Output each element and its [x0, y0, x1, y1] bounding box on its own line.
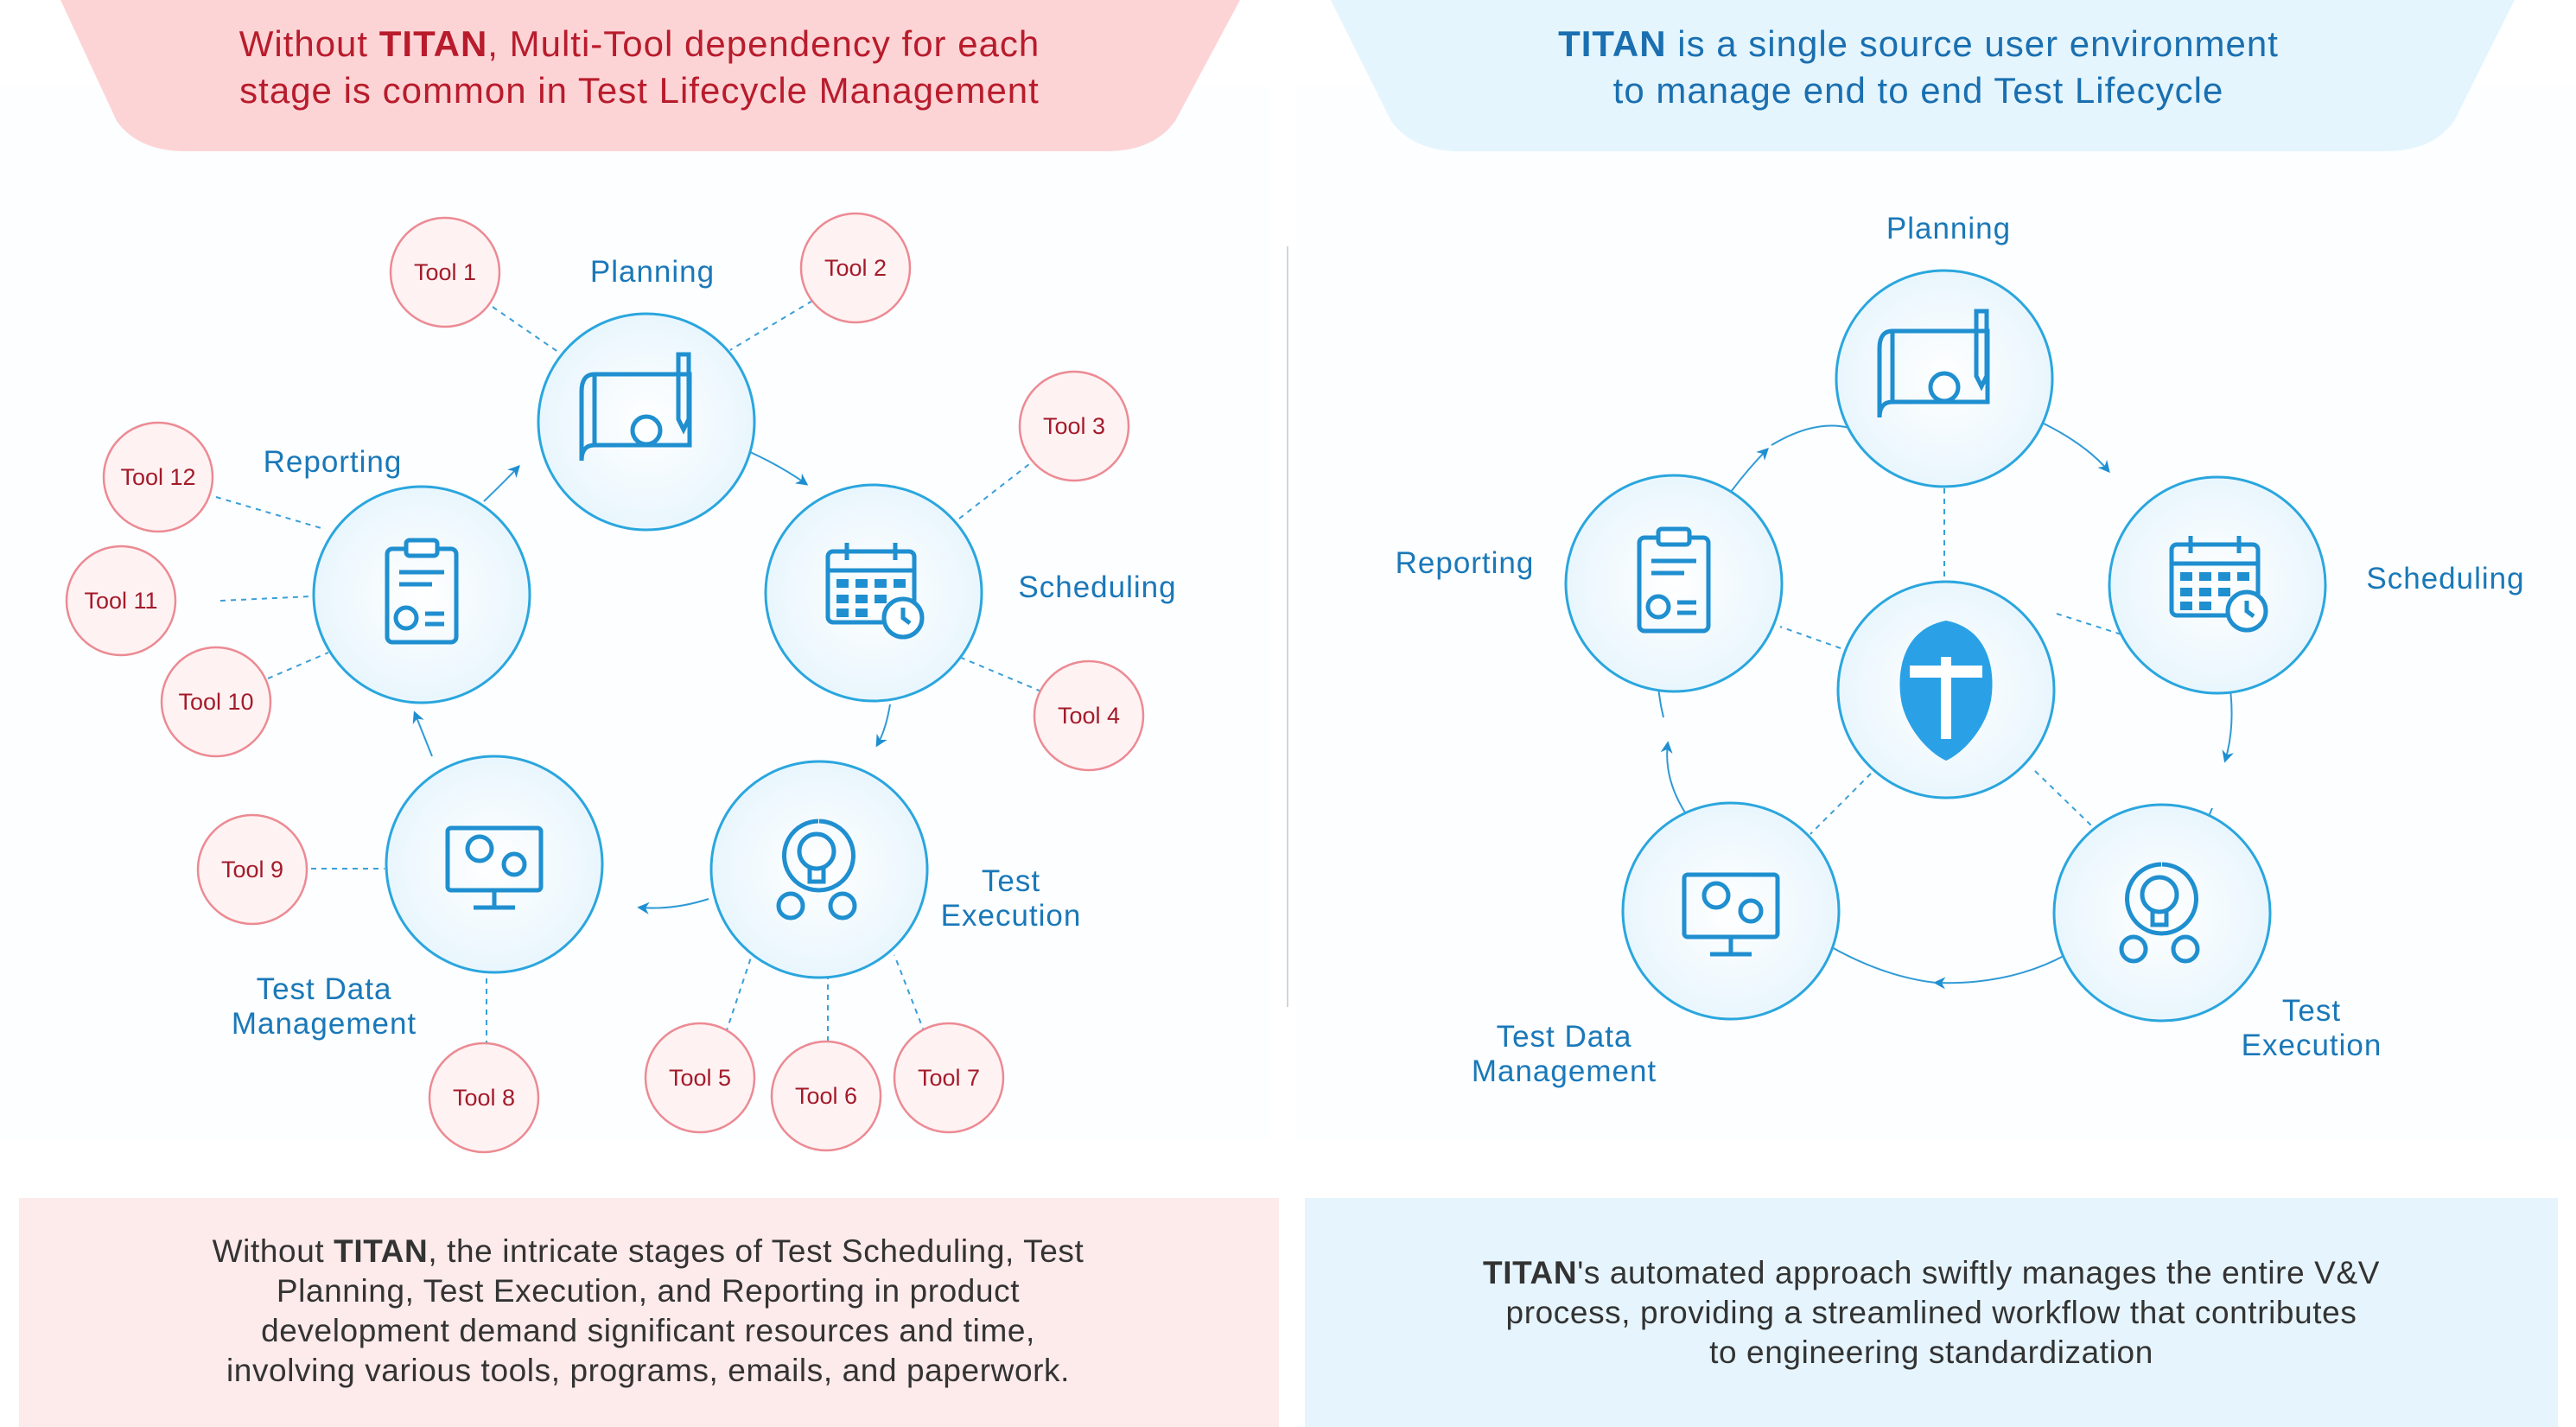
calendar-icon: [825, 543, 925, 640]
right-label-test-execution: Test Execution: [2221, 994, 2402, 1063]
titan-helmet-icon: [1899, 621, 1993, 761]
left-label-test-data: Test Data Management: [207, 972, 441, 1042]
right-banner-title: TITAN is a single source user environmen…: [1417, 21, 2420, 114]
left-panel-line2: Planning, Test Execution, and Reporting …: [276, 1273, 1021, 1309]
right-label-test-execution-1: Test: [2281, 994, 2342, 1028]
left-reporting-circle: [312, 485, 531, 704]
right-planning-circle: [1835, 269, 2054, 488]
bulb-gears-icon-right: [2119, 862, 2200, 964]
arrow-r-planning-to-scheduling: [2043, 423, 2110, 474]
arrow-execution-to-testdata: [637, 898, 709, 914]
arrow-testdata-to-reporting: [412, 710, 433, 757]
left-banner-shape: [60, 0, 1240, 151]
right-scheduling-circle: [2108, 475, 2327, 695]
blueprint-icon: [579, 352, 692, 462]
left-planning-circle: [537, 312, 756, 532]
left-label-test-execution: Test Execution: [916, 864, 1106, 933]
tool-label: Tool 5: [668, 1065, 732, 1091]
left-panel-line4: involving various tools, programs, email…: [226, 1353, 1071, 1388]
right-panel-line3: to engineering standardization: [1709, 1335, 2153, 1370]
left-label-test-data-1: Test Data: [256, 972, 392, 1006]
clipboard-report-icon-right: [1637, 526, 1711, 634]
left-label-planning: Planning: [589, 255, 716, 289]
left-label-reporting: Reporting: [263, 445, 403, 479]
blueprint-icon-right: [1877, 309, 1990, 418]
left-panel-background: [19, 1198, 1279, 1427]
right-reporting-circle: [1564, 474, 1784, 693]
right-label-scheduling: Scheduling: [2366, 562, 2525, 596]
monitor-gears-icon-right: [1682, 872, 1780, 957]
right-label-test-data-2: Management: [1471, 1054, 1657, 1088]
tool-label: Tool 6: [794, 1083, 858, 1109]
connector-tool-11: [219, 596, 312, 602]
right-panel-text: TITAN's automated approach swiftly manag…: [1331, 1253, 2532, 1373]
connector-tool-12: [215, 496, 325, 530]
left-banner-rest: , Multi-Tool dependency for each: [487, 23, 1040, 64]
connector-tool-1: [492, 306, 563, 355]
connector-tool-10: [267, 652, 329, 679]
right-panel-background: [1305, 1198, 2558, 1427]
tool-label: Tool 3: [1042, 413, 1106, 439]
tool-label: Tool 7: [917, 1065, 981, 1091]
left-label-test-execution-1: Test: [981, 864, 1041, 898]
right-panel-line1: 's automated approach swiftly manages th…: [1577, 1255, 2380, 1290]
left-panel-line1: , the intricate stages of Test Schedulin…: [428, 1233, 1084, 1269]
left-label-test-data-2: Management: [231, 1007, 417, 1041]
right-label-reporting: Reporting: [1395, 546, 1535, 580]
left-banner-brand: TITAN: [378, 23, 488, 64]
right-banner-shape: [1331, 0, 2515, 151]
clipboard-report-icon: [385, 538, 459, 645]
right-panel-line2: process, providing a streamlined workflo…: [1505, 1295, 2357, 1330]
tool-label: Tool 1: [413, 259, 477, 285]
left-banner-prefix: Without: [239, 23, 379, 64]
arrow-planning-to-scheduling: [749, 451, 809, 486]
connector-tool-5: [725, 954, 753, 1034]
tool-label: Tool 10: [178, 689, 254, 715]
left-label-scheduling: Scheduling: [1018, 570, 1177, 604]
tool-label: Tool 9: [220, 857, 284, 882]
right-banner-brand: TITAN: [1558, 23, 1667, 64]
right-banner-line2: to manage end to end Test Lifecycle: [1612, 70, 2224, 111]
left-panel-text: Without TITAN, the intricate stages of T…: [52, 1232, 1244, 1391]
arrow-scheduling-to-execution: [875, 704, 891, 748]
arrow-reporting-to-planning: [483, 464, 520, 502]
connector-tool-4: [958, 656, 1042, 692]
left-panel-line3: development demand significant resources…: [261, 1313, 1035, 1348]
arrow-r-execution-to-testdata: [1933, 954, 2066, 990]
right-banner-rest: is a single source user environment: [1666, 23, 2279, 64]
right-label-test-data: Test Data Management: [1447, 1020, 1681, 1089]
right-testdata-circle: [1621, 801, 1841, 1021]
connector-tool-7: [894, 954, 925, 1034]
arrow-r-testdata-to-reporting: [1660, 741, 1686, 813]
calendar-icon-right: [2169, 536, 2268, 633]
left-panel-brand: TITAN: [334, 1233, 429, 1269]
left-diagram-background: [0, 86, 1270, 1141]
tool-label: Tool 12: [120, 464, 196, 490]
left-banner-title: Without TITAN, Multi-Tool dependency for…: [130, 21, 1149, 114]
left-testdata-circle: [385, 755, 604, 974]
right-panel-brand: TITAN: [1483, 1255, 1578, 1290]
right-label-test-data-1: Test Data: [1496, 1020, 1632, 1054]
left-banner-line2: stage is common in Test Lifecycle Manage…: [239, 70, 1040, 111]
tool-label: Tool 2: [824, 255, 887, 281]
monitor-gears-icon: [445, 825, 544, 910]
left-label-test-execution-2: Execution: [940, 899, 1082, 933]
tool-label: Tool 4: [1057, 703, 1121, 729]
tool-label: Tool 11: [84, 588, 158, 614]
bulb-gears-icon: [776, 819, 857, 921]
right-label-planning: Planning: [1886, 212, 2012, 245]
left-scheduling-circle: [764, 483, 983, 703]
right-label-test-execution-2: Execution: [2241, 1029, 2382, 1062]
left-panel-prefix: Without: [212, 1233, 334, 1269]
tool-label: Tool 8: [452, 1085, 516, 1111]
